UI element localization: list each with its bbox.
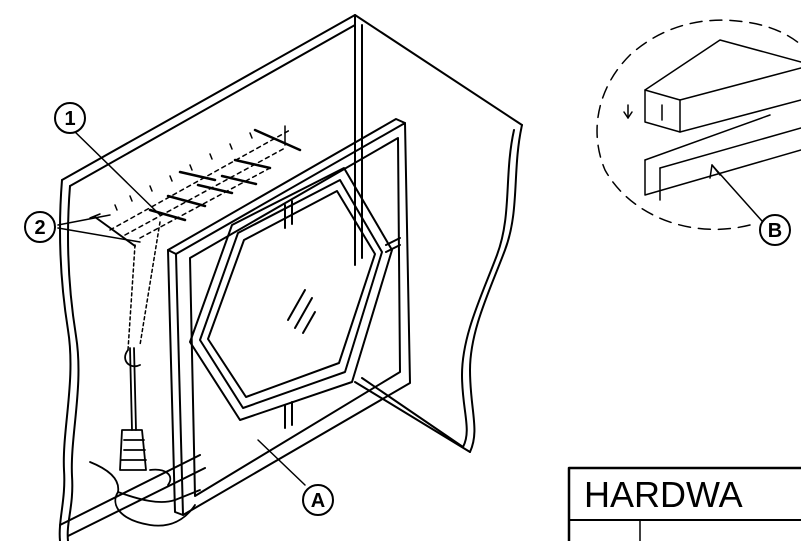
callout-b: B	[759, 214, 791, 246]
callout-b-label: B	[768, 220, 782, 242]
callout-1: 1	[54, 102, 86, 134]
callout-2: 2	[24, 211, 56, 243]
callout-a: A	[302, 484, 334, 516]
callout-1-label: 1	[64, 108, 75, 130]
detail-circle	[596, 19, 801, 231]
hardware-table	[567, 466, 801, 541]
callout-a-label: A	[311, 490, 325, 512]
hexagon-glass	[189, 167, 393, 421]
screwdriver-hand	[89, 347, 201, 527]
hardware-table-title: HARDWA	[584, 474, 743, 515]
screw-rows	[89, 125, 302, 351]
cabinet-panel	[58, 14, 523, 541]
callout-leaders	[57, 127, 771, 486]
callout-2-label: 2	[34, 217, 45, 239]
